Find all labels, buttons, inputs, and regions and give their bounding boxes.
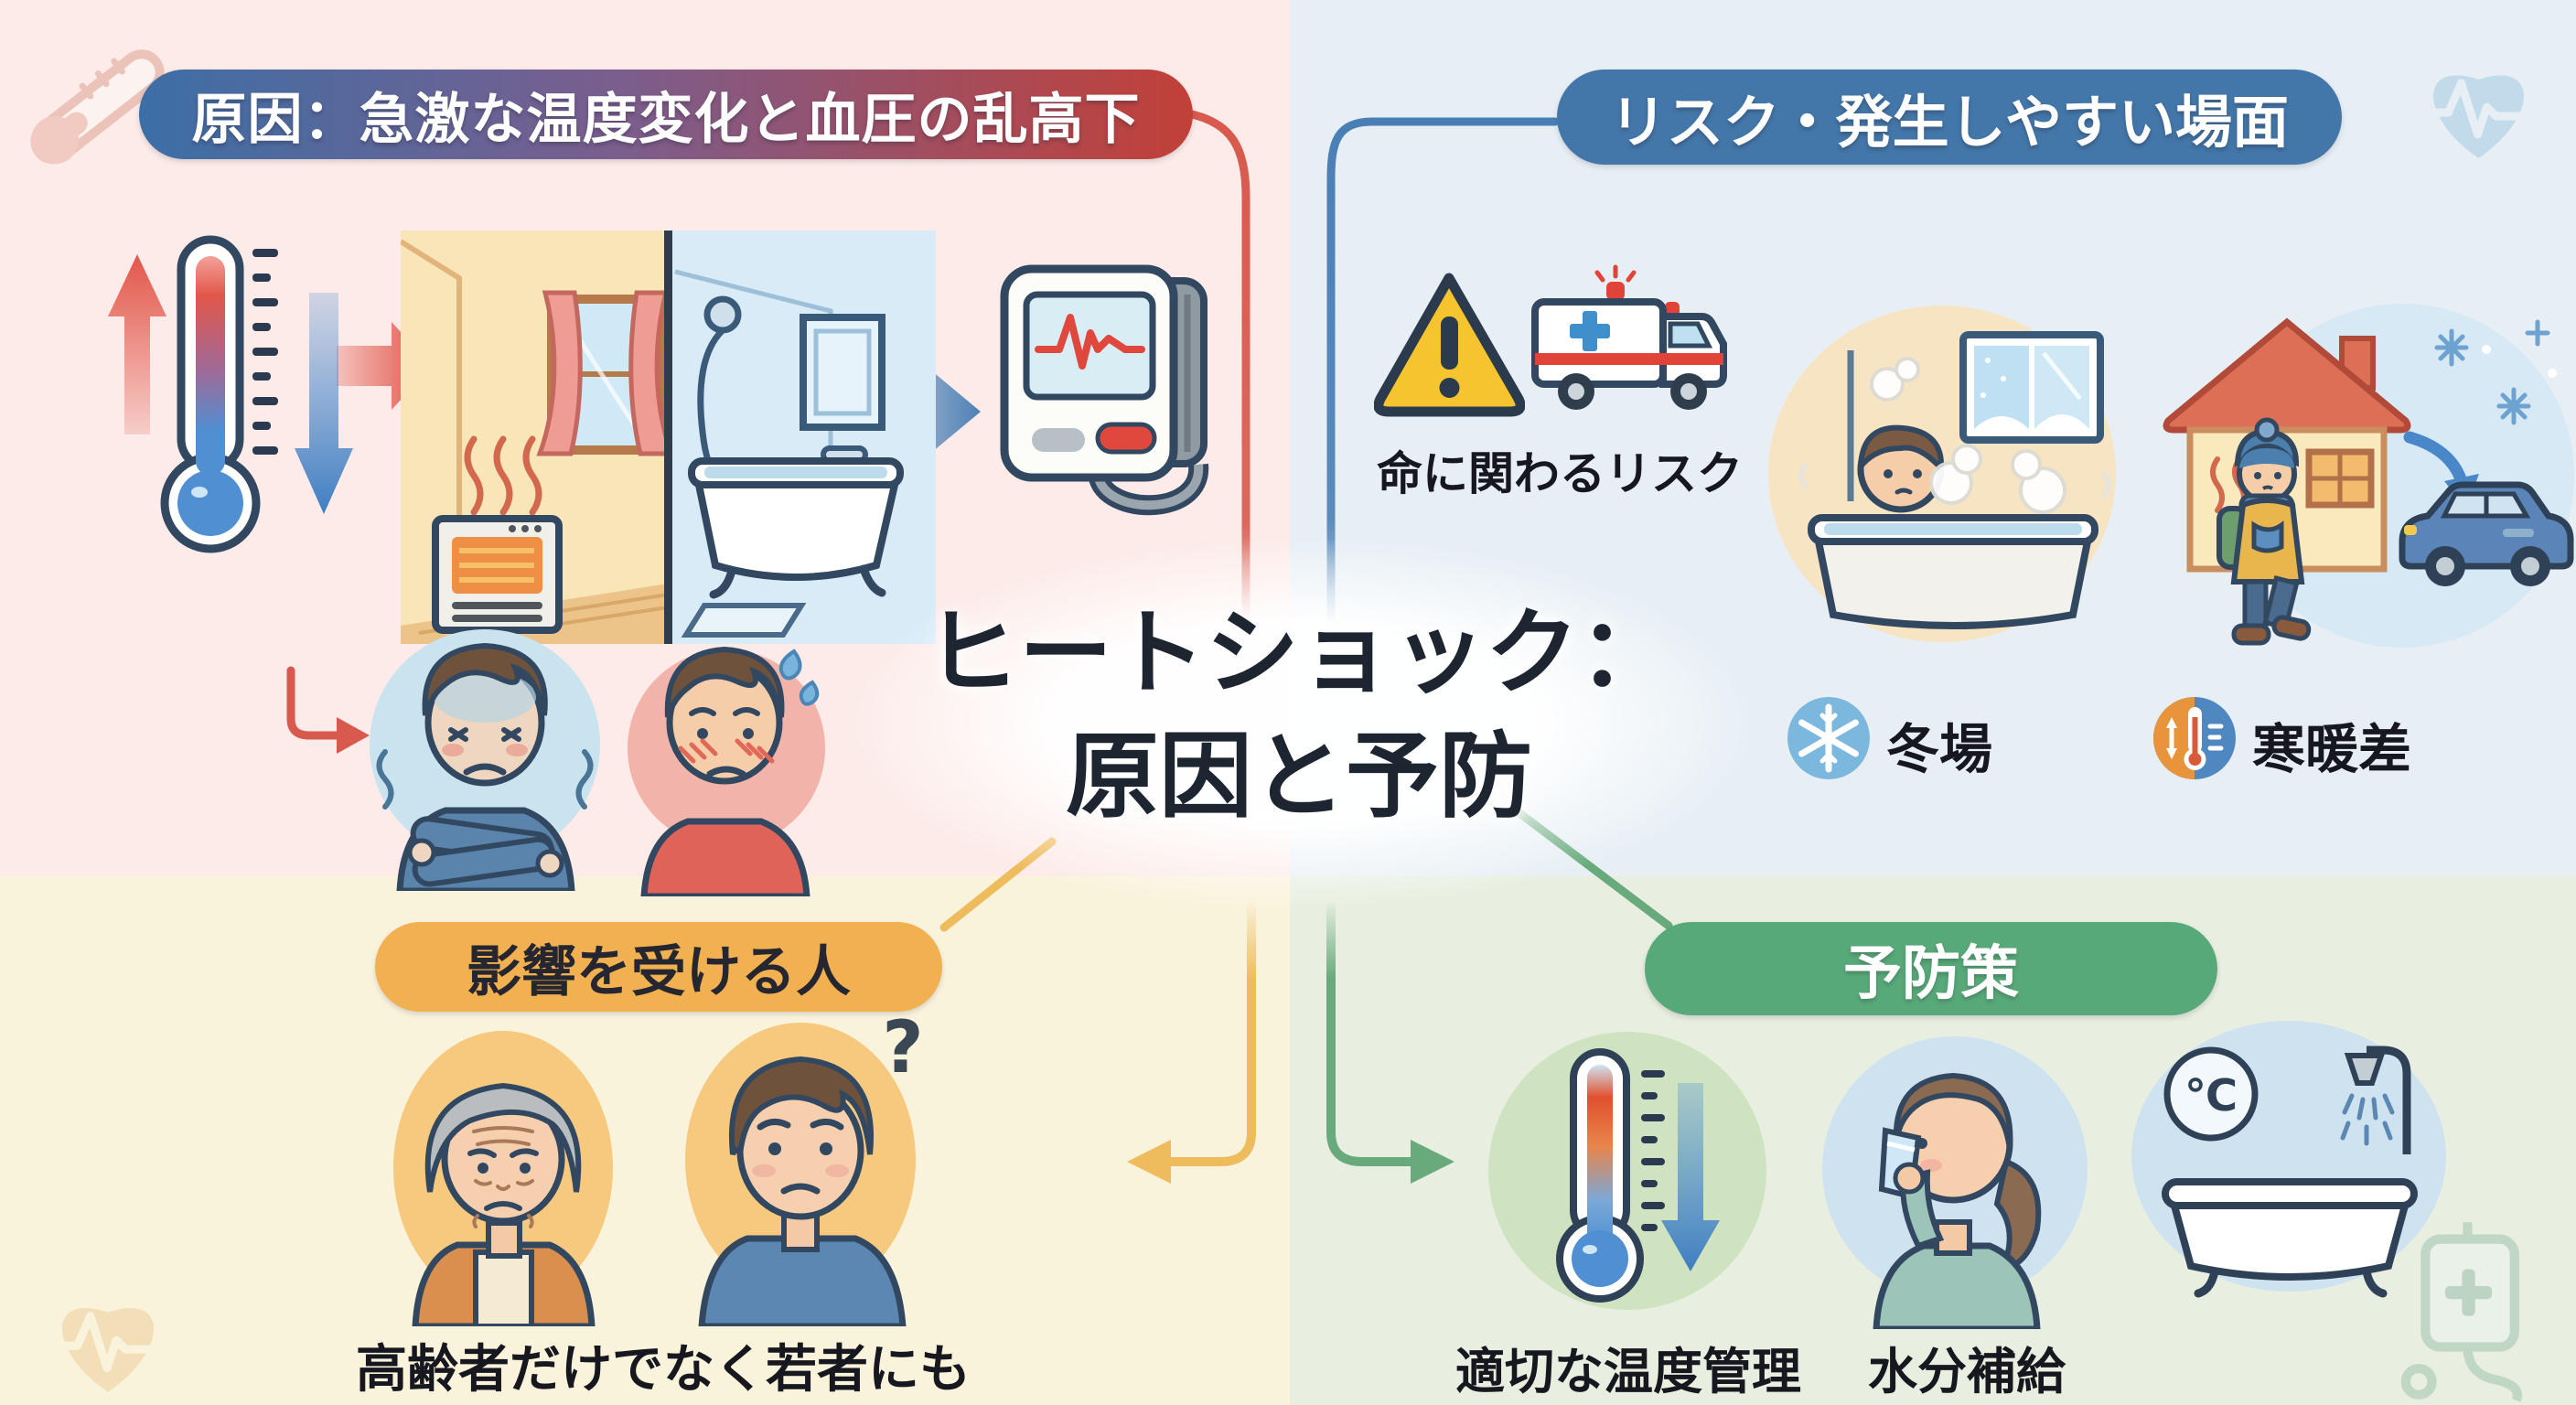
causes-connector-line — [1187, 110, 1250, 672]
prevention-arrowhead — [1411, 1140, 1454, 1184]
temperature-control-label: 適切な温度管理 — [1455, 1343, 1801, 1400]
prevention-header-label: 予防策 — [1843, 940, 2019, 1008]
celsius-symbol: ℃ — [2184, 1070, 2238, 1121]
prevention-arrow — [1326, 901, 1419, 1166]
thermometer-up-down-icon — [82, 229, 384, 558]
snowflake-icon — [1786, 695, 1873, 782]
causes-header-pill: 原因：急激な温度変化と血圧の乱高下 — [139, 70, 1193, 159]
shivering-person-illustration — [361, 606, 608, 891]
title-line-1: ヒートショック： — [926, 599, 1672, 708]
question-mark: ? — [882, 1007, 923, 1089]
affected-caption: 高齢者だけでなく若者にも — [356, 1340, 971, 1400]
temperature-control-illustration — [1484, 1026, 1772, 1317]
title-line-2: 原因と予防 — [1066, 722, 1532, 831]
hydration-illustration — [1816, 1023, 2095, 1329]
center-glow — [851, 540, 1747, 906]
life-risk-caption: 命に関わるリスク — [1377, 447, 1743, 500]
affected-arrow — [1163, 901, 1256, 1166]
bathtub-temperature-illustration: ℃ — [2127, 1017, 2452, 1308]
blood-pressure-monitor-icon — [988, 249, 1235, 523]
winter-scene-label: 冬場 — [1886, 718, 1993, 780]
iv-drip-watermark-icon — [2374, 1215, 2561, 1402]
ambulance-icon — [1526, 263, 1736, 428]
young-man-illustration: ? — [663, 1006, 942, 1326]
flushed-person-illustration — [615, 611, 839, 896]
affected-header-label: 影響を受ける人 — [467, 939, 851, 1004]
risks-header-label: リスク・発生しやすい場面 — [1609, 89, 2290, 156]
causes-sub-arrowhead — [337, 717, 370, 754]
page-title: ヒートショック： 原因と予防 — [805, 593, 1793, 839]
affected-header-pill: 影響を受ける人 — [375, 922, 942, 1012]
causes-header-label: 原因：急激な温度変化と血圧の乱高下 — [191, 87, 1141, 152]
hot-cold-thermometer-icon — [2152, 695, 2238, 782]
risks-connector-line — [1326, 117, 1560, 672]
warning-icon — [1374, 267, 1525, 421]
heart-pulse-watermark-icon — [26, 1264, 190, 1403]
elderly-woman-illustration — [382, 1020, 625, 1326]
temperature-gap-label: 寒暖差 — [2252, 718, 2412, 780]
thermometer-watermark-icon — [7, 16, 186, 204]
house-to-car-scene-illustration — [2130, 295, 2576, 659]
hydration-label: 水分補給 — [1868, 1343, 2066, 1400]
prevention-header-pill: 予防策 — [1645, 922, 2217, 1015]
hot-bath-scene-illustration — [1764, 300, 2125, 649]
risks-header-pill: リスク・発生しやすい場面 — [1557, 70, 2342, 165]
affected-arrowhead — [1127, 1140, 1171, 1184]
causes-sub-arrow — [286, 666, 345, 740]
heart-pulse-watermark-icon — [2399, 32, 2559, 169]
